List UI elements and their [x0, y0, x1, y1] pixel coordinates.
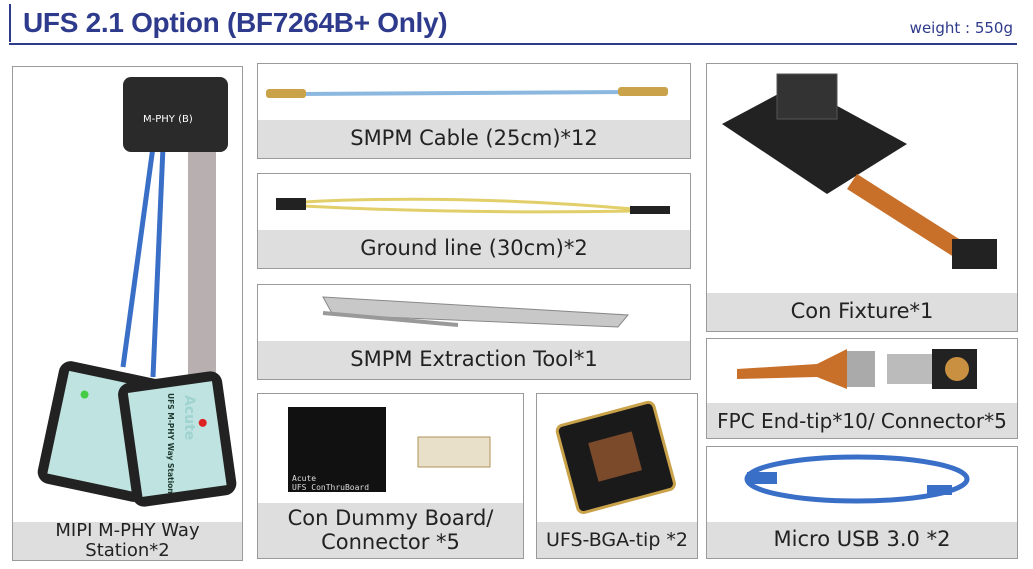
item-label: UFS-BGA-tip *2	[537, 522, 697, 558]
title-underline	[9, 43, 1017, 45]
weight-label: weight : 550g	[909, 19, 1013, 37]
item-con-dummy-board: Acute UFS ConThruBoard Con Dummy Board/ …	[257, 393, 524, 559]
item-ground-line: Ground line (30cm)*2	[257, 173, 691, 269]
item-label: Con Dummy Board/ Connector *5	[258, 503, 523, 558]
micro-usb-image	[707, 447, 1017, 524]
item-extraction-tool: SMPM Extraction Tool*1	[257, 284, 691, 380]
item-label-line2: Connector *5	[321, 529, 460, 554]
page-title: UFS 2.1 Option (BF7264B+ Only)	[9, 4, 448, 42]
mipi-way-station-image: M-PHY (B) Acute UFS M-PHY Way Station	[13, 67, 242, 522]
item-con-fixture: Con Fixture*1	[706, 63, 1018, 332]
item-smpm-cable: SMPM Cable (25cm)*12	[257, 63, 691, 159]
item-label: Ground line (30cm)*2	[258, 230, 690, 268]
item-label: MIPI M-PHY Way Station*2	[13, 521, 242, 560]
item-ufs-bga-tip: UFS-BGA-tip *2	[536, 393, 698, 559]
con-fixture-image	[707, 64, 1017, 294]
item-label: SMPM Extraction Tool*1	[258, 341, 690, 379]
item-label: Micro USB 3.0 *2	[707, 522, 1017, 558]
smpm-cable-image	[258, 64, 690, 120]
extraction-tool-image	[258, 285, 690, 341]
item-micro-usb: Micro USB 3.0 *2	[706, 446, 1018, 559]
acute-board-text: Acute	[292, 474, 316, 483]
acute-logo-text: Acute	[181, 395, 197, 440]
item-label: FPC End-tip*10/ Connector*5	[707, 403, 1017, 438]
item-mipi-way-station: M-PHY (B) Acute UFS M-PHY Way Station MI…	[12, 66, 243, 561]
fpc-image	[707, 339, 1017, 404]
mphy-text: M-PHY (B)	[143, 114, 193, 125]
ground-line-image	[258, 174, 690, 230]
item-label: Con Fixture*1	[707, 293, 1017, 331]
way-station-text: UFS M-PHY Way Station	[166, 393, 175, 494]
con-dummy-image: Acute UFS ConThruBoard	[258, 394, 523, 504]
conthruboard-text: UFS ConThruBoard	[292, 483, 369, 492]
item-label-line1: Con Dummy Board/	[287, 506, 494, 531]
item-fpc-end-tip: FPC End-tip*10/ Connector*5	[706, 338, 1018, 439]
item-label: SMPM Cable (25cm)*12	[258, 120, 690, 158]
bga-tip-image	[537, 394, 697, 524]
